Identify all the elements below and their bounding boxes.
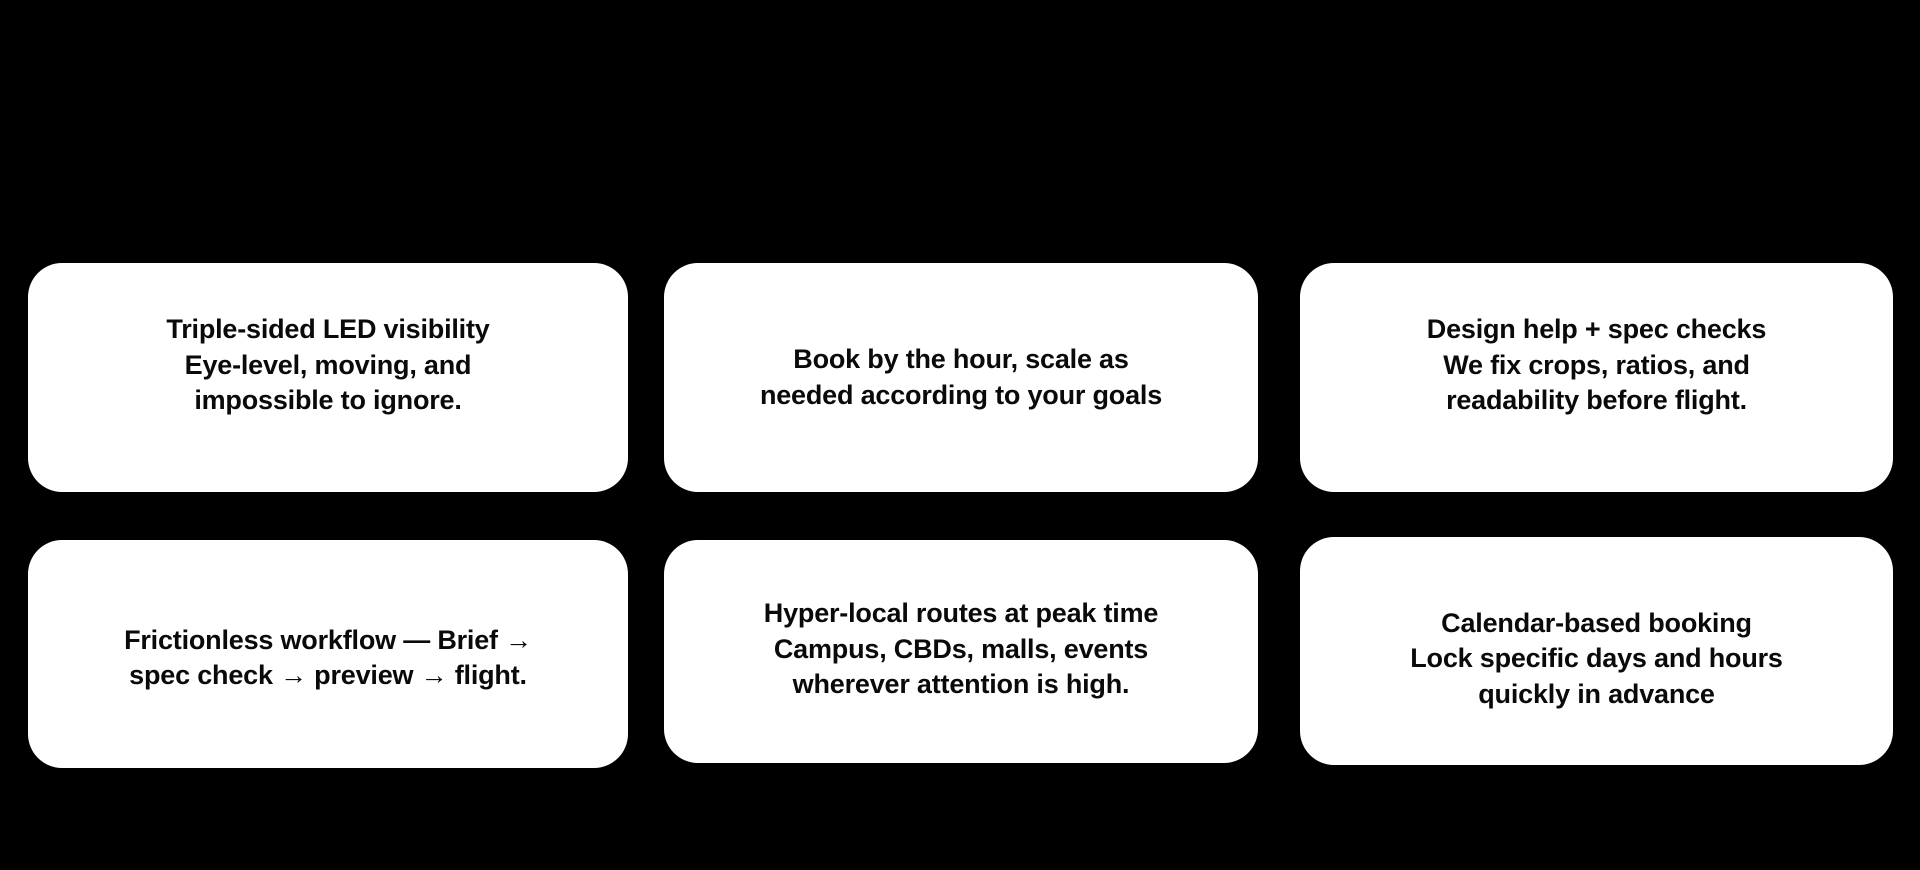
card-line: Book by the hour, scale as	[793, 344, 1129, 375]
card-line: We fix crops, ratios, and	[1443, 349, 1750, 380]
feature-card-book-by-the-hour[interactable]: Book by the hour, scale as needed accord…	[664, 263, 1258, 492]
card-line: Frictionless workflow — Brief →	[124, 624, 532, 655]
card-line: Calendar-based booking	[1441, 607, 1752, 638]
feature-card-hyper-local-routes[interactable]: Hyper-local routes at peak time Campus, …	[664, 540, 1258, 763]
feature-card-triple-sided-led-visibility[interactable]: Triple-sided LED visibility Eye-level, m…	[28, 263, 628, 492]
card-line: readability before flight.	[1446, 385, 1747, 416]
card-text-block: Frictionless workflow — Brief → spec che…	[54, 623, 602, 694]
card-text-block: Triple-sided LED visibility Eye-level, m…	[54, 312, 602, 418]
card-line: spec check → preview → flight.	[129, 660, 527, 690]
card-line: Eye-level, moving, and	[184, 349, 472, 380]
card-line: impossible to ignore.	[194, 385, 462, 416]
card-text-block: Hyper-local routes at peak time Campus, …	[690, 596, 1232, 702]
card-line: Design help + spec checks	[1426, 314, 1767, 345]
card-line: quickly in advance	[1478, 678, 1715, 709]
card-text-block: Design help + spec checks We fix crops, …	[1326, 312, 1867, 418]
card-line: Triple-sided LED visibility	[166, 314, 490, 345]
card-line: Hyper-local routes at peak time	[763, 598, 1159, 629]
card-text-block: Calendar-based booking Lock specific day…	[1326, 606, 1867, 712]
card-line: Lock specific days and hours	[1410, 643, 1783, 674]
feature-card-design-help-spec-checks[interactable]: Design help + spec checks We fix crops, …	[1300, 263, 1893, 492]
feature-card-frictionless-workflow[interactable]: Frictionless workflow — Brief → spec che…	[28, 540, 628, 768]
card-line: needed according to your goals	[759, 379, 1163, 410]
card-text-block: Book by the hour, scale as needed accord…	[690, 342, 1232, 413]
card-line: wherever attention is high.	[792, 669, 1130, 700]
card-line: Campus, CBDs, malls, events	[773, 633, 1149, 664]
feature-card-calendar-based-booking[interactable]: Calendar-based booking Lock specific day…	[1300, 537, 1893, 765]
